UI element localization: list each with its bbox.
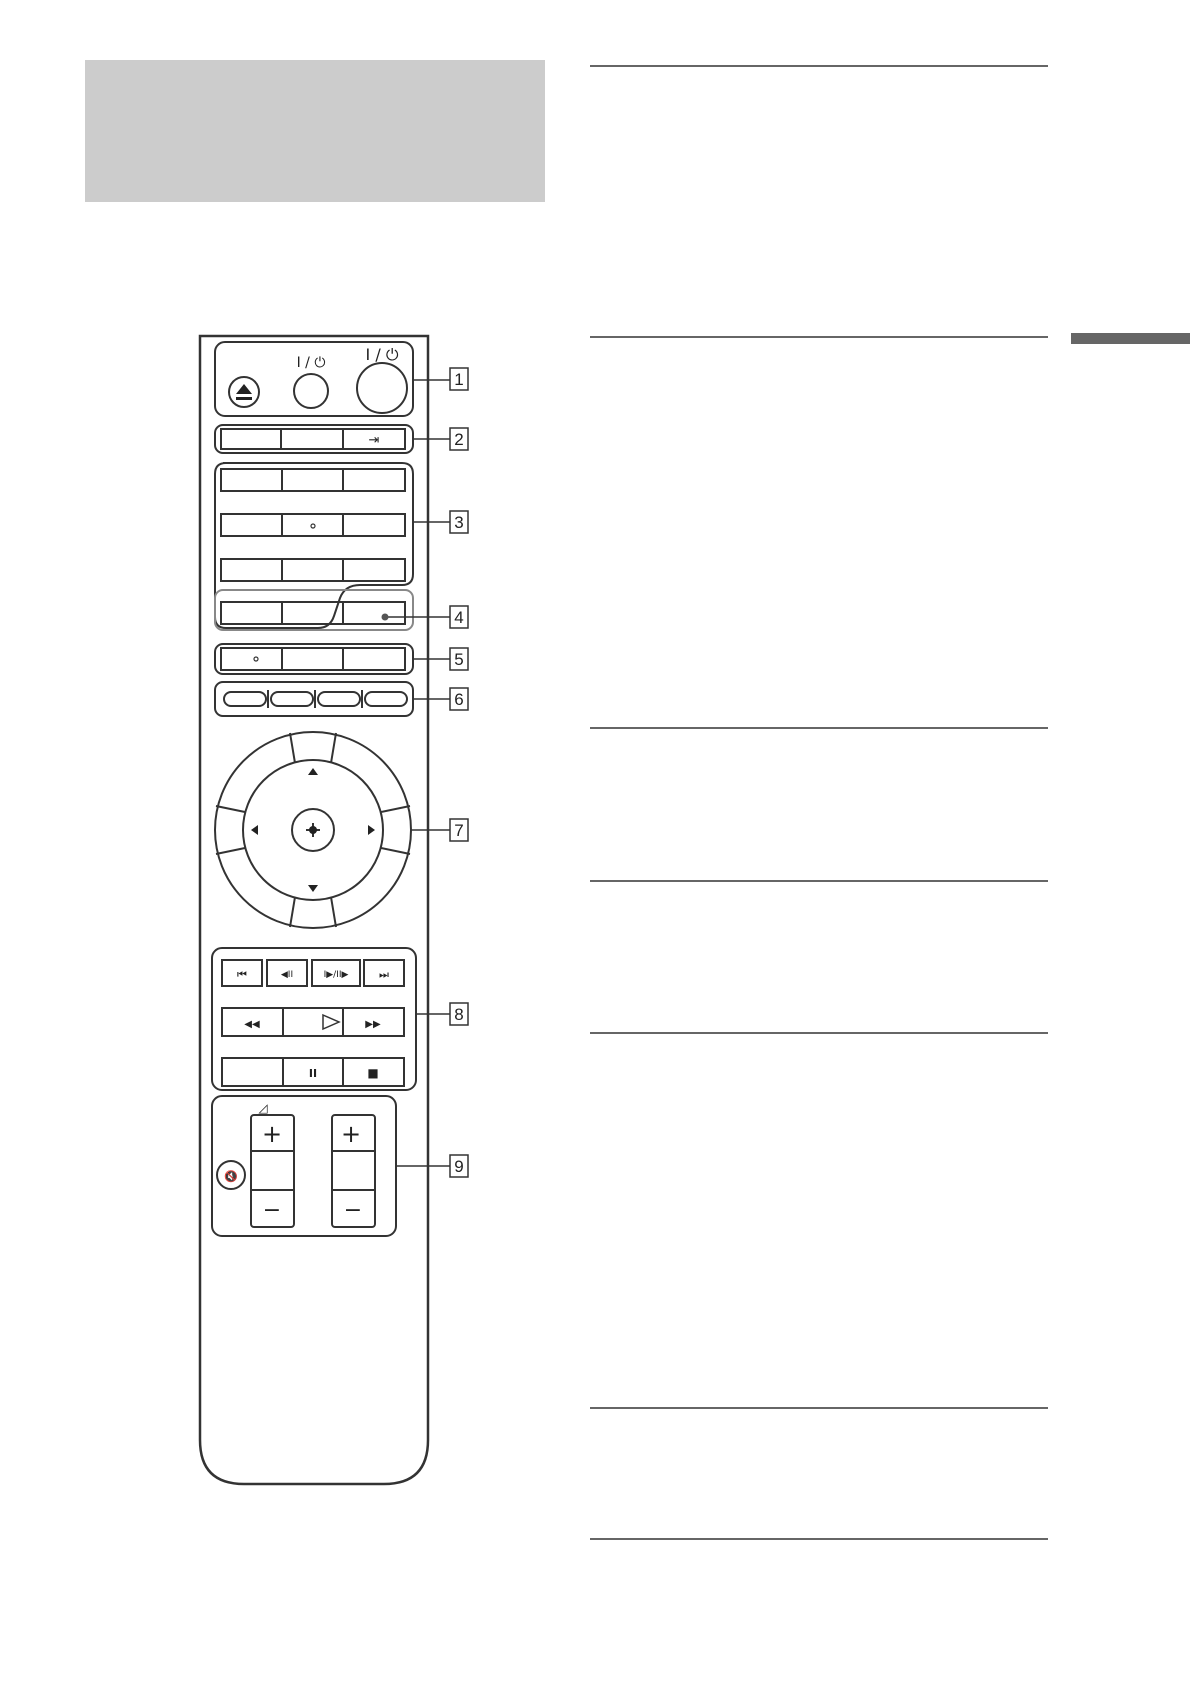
play-button[interactable]: [282, 1007, 344, 1037]
callout-number: 2: [454, 430, 463, 449]
keypad-dot-5: [310, 523, 316, 529]
arrow-left-icon: [251, 825, 258, 835]
volume-plus-label: +: [262, 1120, 282, 1148]
group-9-frame: [211, 1095, 397, 1237]
group-2-button-1[interactable]: [220, 428, 282, 450]
power-button-small[interactable]: [293, 373, 329, 409]
color-button-green[interactable]: [270, 691, 314, 707]
callout-box-9: [449, 1154, 469, 1178]
power-button-large[interactable]: [356, 362, 408, 414]
next-icon: ⏭: [379, 968, 389, 981]
slow-icon: I▶/II▶: [324, 970, 349, 980]
forward-icon: ▶▶: [365, 1019, 381, 1030]
group-8-frame: [211, 947, 417, 1091]
rewind-icon: ◀◀: [244, 1019, 260, 1030]
callout-box-4: [449, 605, 469, 629]
callout-box-3: [449, 510, 469, 534]
prev-icon: ⏮: [237, 968, 247, 981]
input-icon: ⇥: [369, 433, 380, 448]
group-1-frame: [214, 341, 414, 417]
callout-number: 6: [454, 690, 463, 709]
slow-step-button[interactable]: [311, 959, 361, 987]
eject-button[interactable]: [228, 376, 260, 408]
divider-rule: [590, 336, 1048, 338]
callout-number: 8: [454, 1005, 463, 1024]
divider-rule: [590, 65, 1048, 67]
chapter-tab-marker: [1071, 333, 1190, 344]
power-icon: I / ⏻: [297, 355, 326, 371]
stop-icon: ■: [367, 1066, 378, 1080]
mute-button[interactable]: [216, 1160, 246, 1190]
remote-body: [198, 334, 430, 1486]
stop-button[interactable]: [342, 1057, 405, 1087]
volume-rocker[interactable]: [250, 1114, 295, 1228]
divider-rule: [590, 880, 1048, 882]
callout-number: 9: [454, 1157, 463, 1176]
channel-plus-label: +: [341, 1120, 361, 1148]
numeric-keypad: [220, 468, 406, 625]
arrow-down-icon: [308, 885, 318, 892]
section-header-box: [85, 60, 545, 202]
group-2-button-2[interactable]: [280, 428, 344, 450]
navigation-dpad[interactable]: [242, 759, 384, 901]
forward-button[interactable]: [342, 1007, 405, 1037]
color-button-blue[interactable]: [364, 691, 408, 707]
color-button-yellow[interactable]: [317, 691, 361, 707]
callout-box-6: [449, 687, 469, 711]
callout-box-5: [449, 647, 469, 671]
callout-box-1: [449, 367, 469, 391]
callout-number: 1: [454, 370, 463, 389]
enter-button[interactable]: [291, 808, 335, 852]
volume-icon: ◿: [257, 1101, 267, 1115]
volume-minus-label: −: [263, 1198, 281, 1223]
divider-rule: [590, 727, 1048, 729]
group-4-frame: [214, 589, 414, 631]
color-button-red[interactable]: [223, 691, 267, 707]
replay-button[interactable]: [266, 959, 308, 987]
callout-number: 4: [454, 608, 463, 627]
next-button[interactable]: [363, 959, 405, 987]
prev-button[interactable]: [221, 959, 263, 987]
pause-icon: II: [309, 1067, 317, 1080]
callout-number: 3: [454, 513, 463, 532]
mute-icon: 🔇: [224, 1170, 238, 1183]
divider-rule: [590, 1032, 1048, 1034]
channel-rocker[interactable]: [331, 1114, 376, 1228]
divider-rule: [590, 1538, 1048, 1540]
eject-icon: [236, 384, 252, 400]
callout-box-7: [449, 818, 469, 842]
channel-minus-label: −: [344, 1198, 362, 1223]
callout-number: 5: [454, 650, 463, 669]
arrow-right-icon: [368, 825, 375, 835]
callout-number: 7: [454, 821, 463, 840]
group-3-frame: [214, 462, 414, 629]
divider-rule: [590, 1407, 1048, 1409]
callout-box-8: [449, 1002, 469, 1026]
power-icon: I / ⏻: [366, 345, 399, 364]
transport-blank-button[interactable]: [221, 1057, 284, 1087]
arrow-up-icon: [308, 768, 318, 775]
replay-icon: ◀II: [281, 970, 293, 980]
input-select-button[interactable]: [342, 428, 406, 450]
callout-box-2: [449, 427, 469, 451]
